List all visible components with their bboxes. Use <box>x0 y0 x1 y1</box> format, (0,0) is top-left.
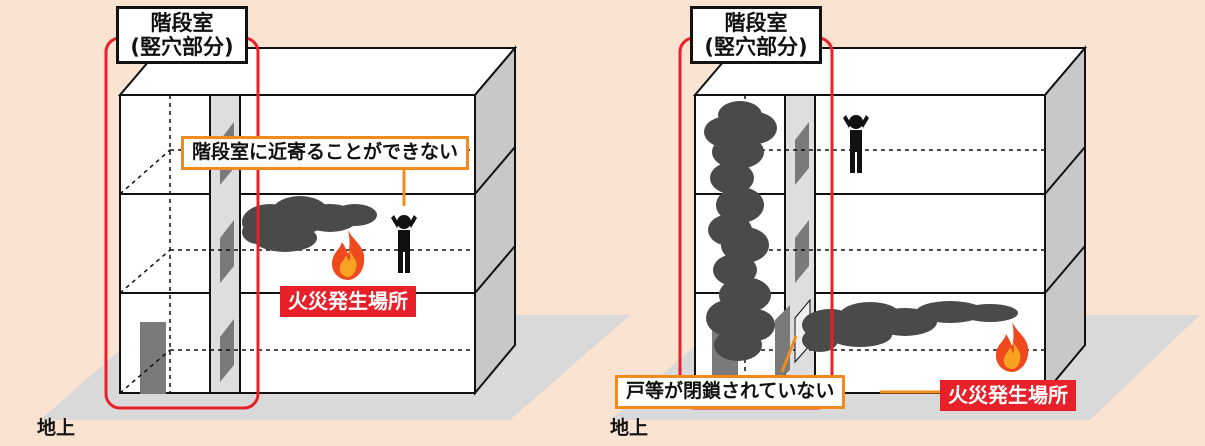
stair-label: 階段室 (竪穴部分) <box>116 6 248 65</box>
stair-label-title: 階段室 <box>724 11 788 35</box>
ground-label: 地上 <box>37 417 76 439</box>
callout-door-not-closed: 戸等が閉鎖されていない <box>615 375 846 409</box>
right-panel <box>610 36 1200 420</box>
smoke-cloud <box>802 301 1018 352</box>
ground-label: 地上 <box>610 417 649 439</box>
left-panel <box>40 36 630 420</box>
fire-location-label: 火災発生場所 <box>280 286 416 317</box>
stair-label-subtitle: (竪穴部分) <box>704 35 808 60</box>
smoke-column <box>704 101 777 361</box>
fire-location-label: 火災発生場所 <box>940 380 1076 411</box>
callout-cannot-approach: 階段室に近寄ることができない <box>181 136 470 170</box>
callout-leader <box>780 335 798 373</box>
stair-label-title: 階段室 <box>150 11 214 35</box>
smoke-cloud <box>242 196 377 252</box>
stair-label-subtitle: (竪穴部分) <box>130 35 234 60</box>
stair-label: 階段室 (竪穴部分) <box>690 6 822 65</box>
